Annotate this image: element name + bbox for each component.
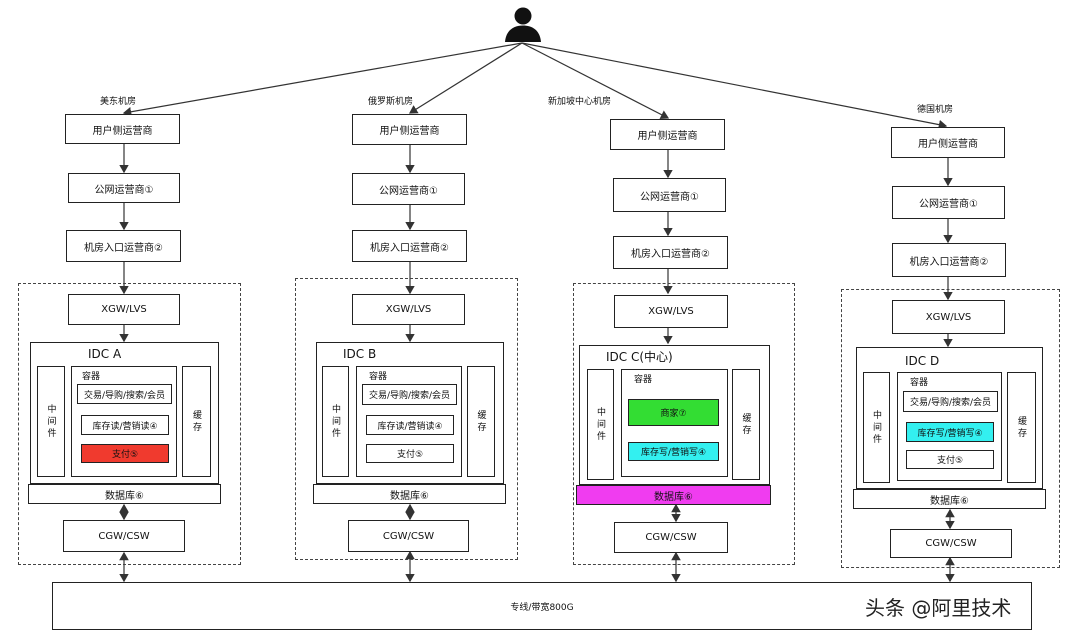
dc-entry-carrier-b: 机房入口运营商②: [352, 230, 467, 262]
site-label-germany: 德国机房: [917, 105, 954, 115]
datacenter-region-d: [841, 289, 1060, 568]
site-label-singapore: 新加坡中心机房: [548, 97, 612, 107]
cache-a: 缓存: [182, 366, 211, 477]
public-carrier-c: 公网运营商①: [613, 178, 726, 212]
middleware-b: 中间件: [322, 366, 349, 477]
user-carrier-a: 用户侧运营商: [65, 114, 180, 144]
cgw-csw-a: CGW/CSW: [63, 520, 185, 552]
cgw-csw-d: CGW/CSW: [890, 529, 1012, 558]
user-silhouette-icon: [505, 7, 541, 42]
service-trade-d: 交易/导购/搜索/会员: [903, 391, 998, 412]
datacenter-region-c: [573, 283, 795, 565]
xgw-lvs-c: XGW/LVS: [614, 295, 728, 328]
dc-entry-carrier-c: 机房入口运营商②: [613, 236, 728, 269]
service-payment-b: 支付⑤: [366, 444, 454, 463]
cache-d: 缓存: [1007, 372, 1036, 483]
xgw-lvs-d: XGW/LVS: [892, 300, 1005, 334]
xgw-lvs-a: XGW/LVS: [68, 294, 180, 325]
datacenter-region-b: [295, 278, 518, 560]
database-b: 数据库⑥: [313, 484, 506, 504]
service-inventory-write-d: 库存写/营销写④: [906, 422, 994, 442]
container-label-d: 容器: [910, 378, 929, 388]
service-inventory-read-b: 库存读/营销读④: [366, 415, 454, 435]
idc-a-title: IDC A: [88, 347, 122, 361]
idc-c-title: IDC C(中心): [606, 350, 673, 364]
cgw-csw-c: CGW/CSW: [614, 522, 728, 553]
datacenter-region-a: [18, 283, 241, 565]
service-inventory-read-a: 库存读/营销读④: [81, 415, 169, 435]
dc-entry-carrier-a: 机房入口运营商②: [66, 230, 181, 262]
cache-b: 缓存: [467, 366, 495, 477]
dc-entry-carrier-d: 机房入口运营商②: [892, 243, 1006, 277]
user-carrier-c: 用户侧运营商: [610, 119, 725, 150]
container-label-a: 容器: [82, 372, 101, 382]
container-label-b: 容器: [369, 372, 388, 382]
xgw-lvs-b: XGW/LVS: [352, 294, 465, 325]
middleware-c: 中间件: [587, 369, 614, 480]
middleware-d: 中间件: [863, 372, 890, 483]
cache-c: 缓存: [732, 369, 760, 480]
cgw-csw-b: CGW/CSW: [348, 520, 469, 552]
user-carrier-b: 用户侧运营商: [352, 114, 467, 145]
site-label-us-east: 美东机房: [100, 97, 137, 107]
site-label-russia: 俄罗斯机房: [368, 97, 414, 107]
idc-b-title: IDC B: [343, 347, 377, 361]
service-trade-a: 交易/导购/搜索/会员: [77, 384, 172, 404]
middleware-a: 中间件: [37, 366, 65, 477]
service-inventory-write-c: 库存写/营销写④: [628, 442, 719, 461]
user-carrier-d: 用户侧运营商: [891, 127, 1005, 158]
database-c: 数据库⑥: [576, 485, 771, 505]
database-d: 数据库⑥: [853, 489, 1046, 509]
public-carrier-d: 公网运营商①: [892, 186, 1005, 219]
watermark: 头条 @阿里技术: [865, 596, 1012, 620]
service-trade-b: 交易/导购/搜索/会员: [362, 384, 457, 405]
public-carrier-b: 公网运营商①: [352, 173, 465, 205]
container-label-c: 容器: [634, 375, 653, 385]
backbone-dedicated-line: 专线/带宽800G: [52, 582, 1032, 630]
database-a: 数据库⑥: [28, 484, 221, 504]
service-payment-d: 支付⑤: [906, 450, 994, 469]
public-carrier-a: 公网运营商①: [68, 173, 180, 203]
service-payment-a: 支付⑤: [81, 444, 169, 463]
service-merchant-c: 商家⑦: [628, 399, 719, 426]
idc-d-title: IDC D: [905, 354, 940, 368]
